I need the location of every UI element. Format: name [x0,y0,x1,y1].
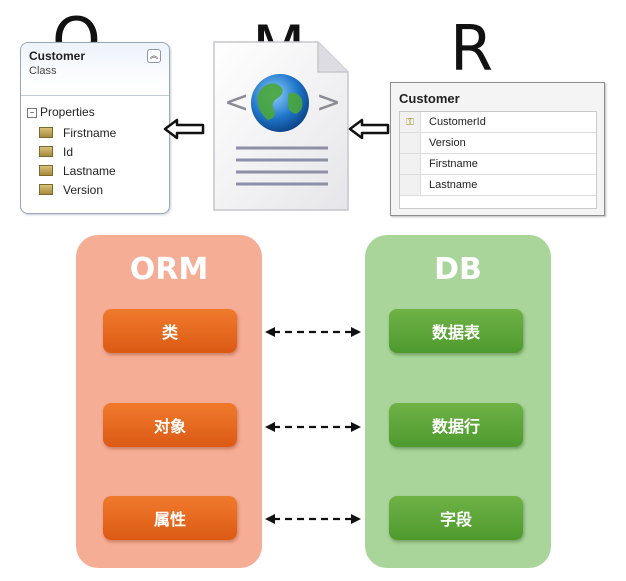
db-empty-row [400,196,596,208]
orm-panel-title: ORM [129,252,209,287]
arrow-left-icon [348,118,390,140]
class-subtitle: Class [29,65,57,77]
db-column-row: Version [400,133,596,154]
orm-item-class: 类 [103,309,237,353]
db-panel: DB 数据表 数据行 字段 [365,235,551,568]
row-selector [400,133,421,153]
class-title: Customer [29,49,86,63]
orm-item-property: 属性 [103,496,237,540]
property-row: Lastname [39,161,116,180]
db-item-table: 数据表 [389,309,523,353]
bidirectional-arrow-icon [265,514,361,524]
class-diagram-box: Customer Class ︽ −Properties Firstname I… [20,42,170,214]
properties-label: Properties [40,105,95,119]
property-row: Version [39,180,116,199]
db-column-label: Version [429,137,466,149]
svg-text:>: > [316,85,341,120]
properties-header[interactable]: −Properties [27,105,95,119]
arrow-left-icon [163,118,205,140]
orm-item-object: 对象 [103,403,237,447]
orm-panel: ORM 类 对象 属性 [76,235,262,568]
letter-r: R [450,12,494,85]
minus-icon[interactable]: − [27,108,37,118]
db-item-row: 数据行 [389,403,523,447]
document-globe-icon: < > [213,41,349,211]
db-table-box: Customer ⚿ CustomerId Version Firstname L… [390,82,605,216]
db-column-row: ⚿ CustomerId [400,112,596,133]
property-label: Id [63,144,74,159]
row-selector [400,175,421,195]
property-row: Id [39,142,116,161]
divider [21,95,169,96]
property-icon [39,165,53,176]
property-label: Lastname [63,163,116,178]
db-column-label: Firstname [429,158,478,170]
property-icon [39,146,53,157]
property-icon [39,127,53,138]
key-icon: ⚿ [400,112,421,132]
db-column-label: CustomerId [429,116,486,128]
db-column-row: Lastname [400,175,596,196]
bidirectional-arrow-icon [265,422,361,432]
svg-text:<: < [224,85,249,120]
collapse-icon[interactable]: ︽ [147,49,161,63]
db-table-title: Customer [399,91,460,106]
property-row: Firstname [39,123,116,142]
db-item-field: 字段 [389,496,523,540]
db-column-row: Firstname [400,154,596,175]
db-column-list: ⚿ CustomerId Version Firstname Lastname [399,111,597,209]
property-icon [39,184,53,195]
row-selector [400,154,421,174]
db-panel-title: DB [434,252,482,287]
property-label: Firstname [63,125,117,140]
db-column-label: Lastname [429,179,478,191]
property-list: Firstname Id Lastname Version [39,123,116,199]
property-label: Version [63,182,104,197]
bidirectional-arrow-icon [265,327,361,337]
